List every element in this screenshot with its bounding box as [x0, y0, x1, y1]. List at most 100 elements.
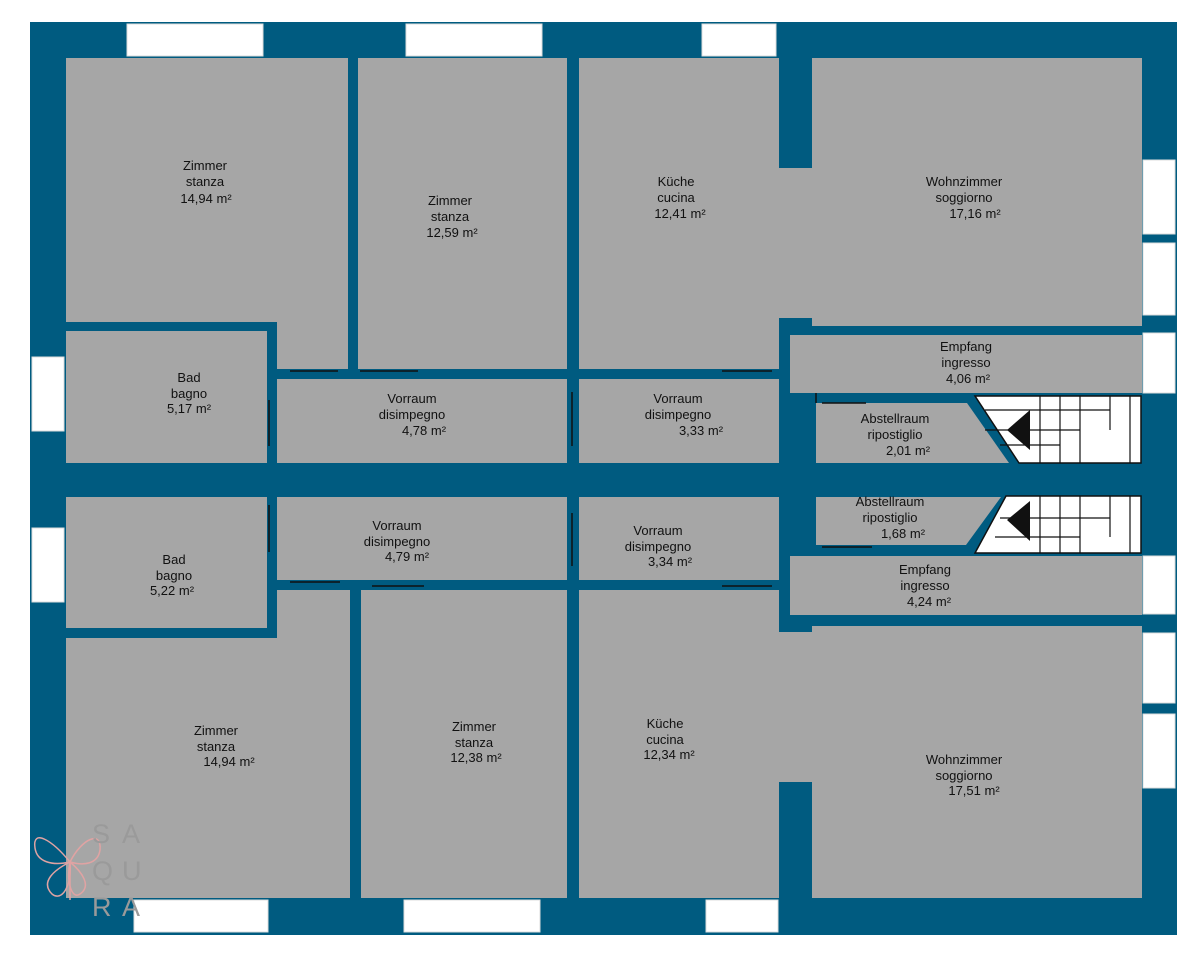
- room-area: 4,06 m²: [946, 371, 991, 386]
- stairwell-top: [973, 395, 1142, 464]
- floor-empfang-2: [790, 556, 1142, 615]
- room-name-it: stanza: [197, 739, 236, 754]
- room-name-de: Zimmer: [183, 158, 228, 173]
- logo-letter: Q: [92, 856, 113, 886]
- room-area: 12,59 m²: [426, 225, 478, 240]
- room-area: 5,22 m²: [150, 583, 195, 598]
- room-area: 12,34 m²: [643, 747, 695, 762]
- windows: [31, 23, 1176, 933]
- room-area: 14,94 m²: [180, 191, 232, 206]
- room-area: 5,17 m²: [167, 401, 212, 416]
- room-floors: [66, 58, 1142, 898]
- room-area: 1,68 m²: [881, 526, 926, 541]
- window-right-2: [1142, 242, 1176, 316]
- room-area: 14,94 m²: [203, 754, 255, 769]
- room-name-it: bagno: [156, 568, 192, 583]
- room-name-de: Vorraum: [387, 391, 436, 406]
- window-top-1: [126, 23, 264, 57]
- floor-vorraum-2: [579, 379, 779, 463]
- room-name-de: Küche: [647, 716, 684, 731]
- room-name-it: disimpegno: [625, 539, 692, 554]
- window-top-2: [405, 23, 543, 57]
- window-right-1: [1142, 159, 1176, 235]
- room-area: 3,33 m²: [679, 423, 724, 438]
- stair-arrow-icon: [1007, 501, 1030, 541]
- window-right-6: [1142, 713, 1176, 789]
- logo-letter: U: [122, 856, 142, 886]
- room-name-it: disimpegno: [645, 407, 712, 422]
- room-name-it: stanza: [455, 735, 494, 750]
- room-area: 4,24 m²: [907, 594, 952, 609]
- saqura-logo: S A Q U R A: [34, 819, 142, 922]
- floor-bad-2: [66, 497, 267, 628]
- room-name-it: ripostiglio: [863, 510, 918, 525]
- floor-kueche-1: [579, 58, 779, 369]
- floor-empfang-1: [790, 335, 1142, 393]
- room-name-de: Vorraum: [633, 523, 682, 538]
- room-name-it: disimpegno: [364, 534, 431, 549]
- room-name-de: Zimmer: [428, 193, 473, 208]
- logo-letter: A: [122, 892, 140, 922]
- room-name-de: Abstellraum: [861, 411, 930, 426]
- floor-zimmer-1: [66, 58, 348, 369]
- room-name-de: Vorraum: [372, 518, 421, 533]
- room-area: 4,79 m²: [385, 549, 430, 564]
- room-name-it: stanza: [431, 209, 470, 224]
- room-area: 4,78 m²: [402, 423, 447, 438]
- window-right-3: [1142, 332, 1176, 394]
- stairwell-bottom: [973, 495, 1142, 554]
- logo-letter: R: [92, 892, 112, 922]
- window-top-3: [701, 23, 777, 57]
- room-name-it: soggiorno: [935, 190, 992, 205]
- floor-abstell-2: [816, 497, 1001, 545]
- floor-vorraum-3: [277, 497, 567, 580]
- window-right-4: [1142, 555, 1176, 615]
- floor-wohnzimmer-1: [812, 58, 1142, 326]
- floor-vorraum-4: [579, 497, 779, 580]
- room-name-it: cucina: [657, 190, 695, 205]
- logo-letter: A: [122, 819, 140, 849]
- room-area: 12,41 m²: [654, 206, 706, 221]
- room-area: 3,34 m²: [648, 554, 693, 569]
- room-area: 2,01 m²: [886, 443, 931, 458]
- floor-kueche-2: [579, 590, 779, 898]
- window-left-2: [31, 527, 65, 603]
- room-name-de: Zimmer: [452, 719, 497, 734]
- logo-letter: S: [92, 819, 110, 849]
- window-left-1: [31, 356, 65, 432]
- floor-zimmer-2: [358, 58, 567, 369]
- room-name-it: ripostiglio: [868, 427, 923, 442]
- room-name-de: Bad: [162, 552, 185, 567]
- room-area: 17,16 m²: [949, 206, 1001, 221]
- window-right-5: [1142, 632, 1176, 704]
- room-name-it: cucina: [646, 732, 684, 747]
- door-leaves: [268, 370, 872, 587]
- floor-vorraum-1: [277, 379, 567, 463]
- room-name-de: Empfang: [899, 562, 951, 577]
- room-area: 17,51 m²: [948, 783, 1000, 798]
- room-name-de: Vorraum: [653, 391, 702, 406]
- floor-zimmer-4: [361, 590, 567, 898]
- stair-arrow-icon: [1007, 410, 1030, 450]
- room-name-de: Wohnzimmer: [926, 752, 1003, 767]
- window-bottom-2: [403, 899, 541, 933]
- floor-abstell-1: [816, 403, 1009, 463]
- room-name-it: ingresso: [900, 578, 949, 593]
- floor-zimmer-3: [66, 590, 350, 898]
